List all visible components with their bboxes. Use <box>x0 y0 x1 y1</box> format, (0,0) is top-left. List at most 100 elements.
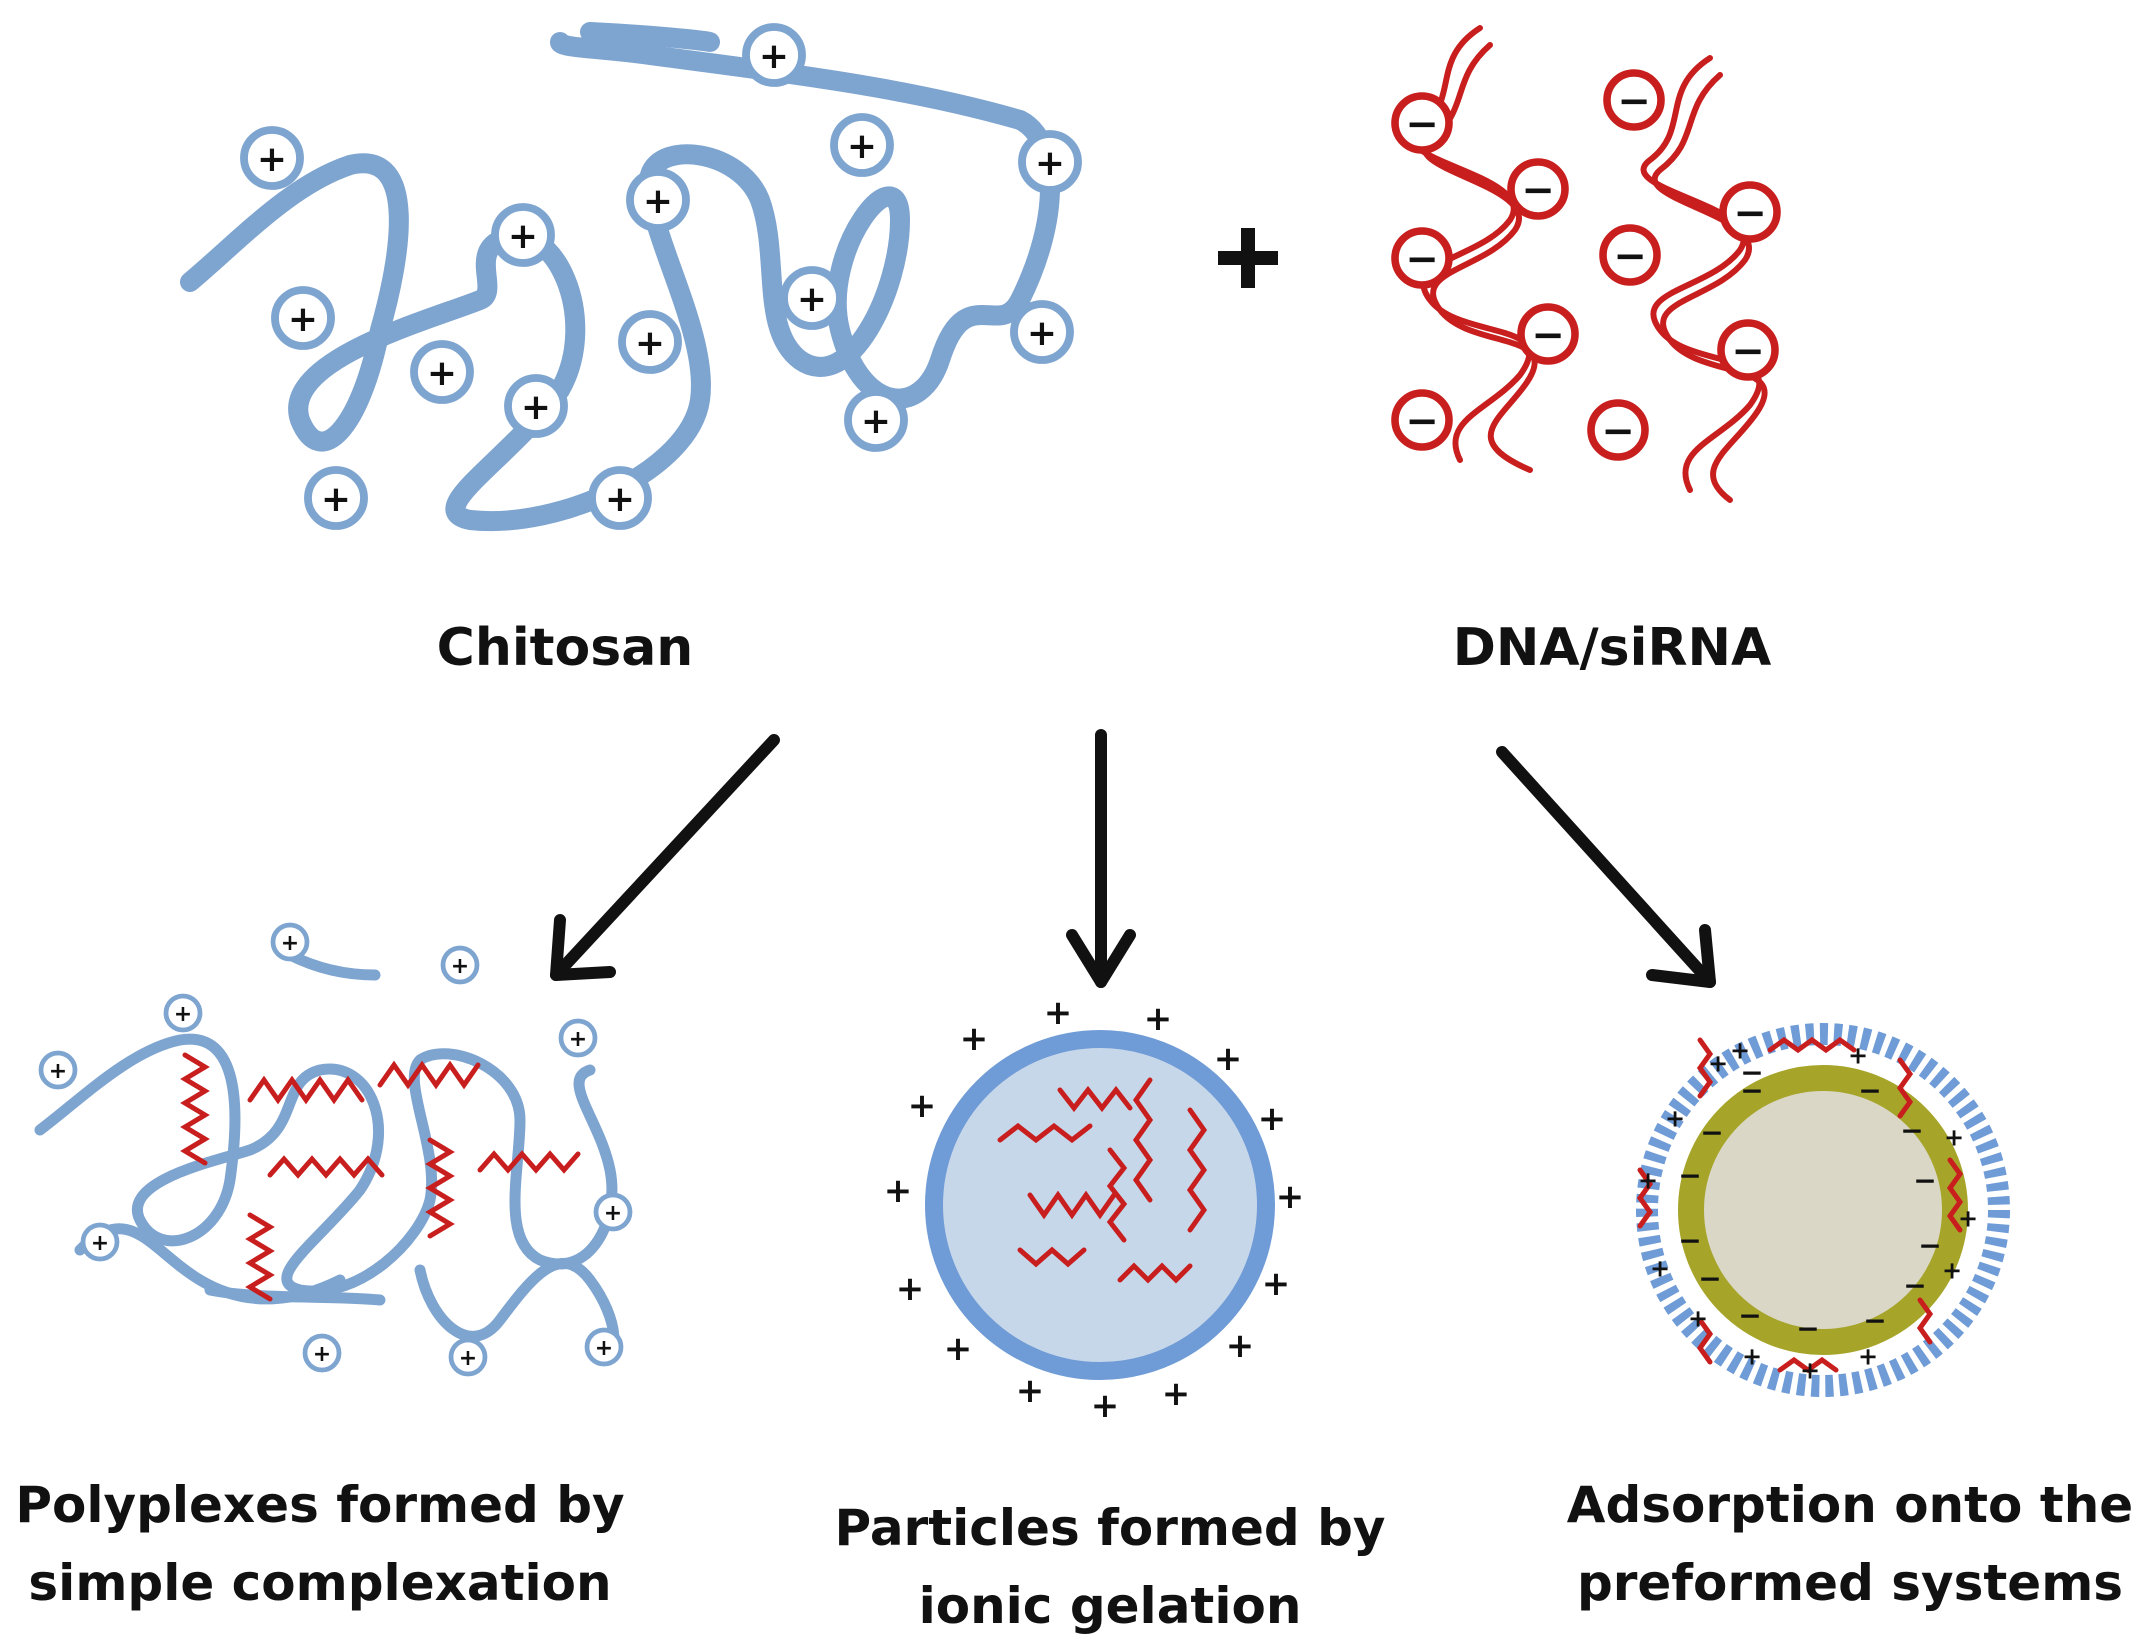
svg-text:−: − <box>1521 167 1555 213</box>
polyplex-nucleic-acids <box>180 1052 581 1302</box>
core-negative-charge: − <box>1900 1114 1923 1147</box>
particle-positive-charge: + <box>1144 999 1173 1039</box>
dna-negative-charge: − <box>1507 158 1569 220</box>
arrow-to-polyplexes <box>550 734 780 981</box>
chitosan-positive-charge: + <box>844 388 908 452</box>
core-negative-charge: − <box>1796 1312 1819 1345</box>
svg-text:−: − <box>1405 236 1439 282</box>
svg-text:+: + <box>1027 313 1057 354</box>
arrow-to-adsorption <box>1496 746 1716 988</box>
dna-negative-charge: − <box>1717 319 1779 381</box>
svg-text:−: − <box>1617 78 1651 124</box>
chitosan-positive-charge: + <box>1018 130 1082 194</box>
chitosan-polymer <box>180 22 1060 532</box>
particle-positive-charge: + <box>908 1086 937 1126</box>
particle-positive-charge: + <box>1214 1039 1243 1079</box>
svg-text:+: + <box>174 1002 192 1027</box>
polyplex-positive-charge: + <box>440 945 480 985</box>
particle-positive-charge: + <box>1258 1099 1287 1139</box>
coating-positive-charge: + <box>1944 1124 1964 1152</box>
coating-positive-charge: + <box>1638 1167 1658 1195</box>
polyplex-positive-charge: + <box>302 1333 342 1373</box>
label-adsorption-line1: Adsorption onto the <box>1567 1476 2133 1534</box>
label-chitosan: Chitosan <box>437 618 694 678</box>
dna-negative-charge: − <box>1603 69 1665 131</box>
svg-text:−: − <box>1613 233 1647 279</box>
label-polyplex-line2: simple complexation <box>28 1554 611 1612</box>
label-adsorption-line2: preformed systems <box>1577 1554 2123 1612</box>
particle-positive-charge: + <box>896 1269 925 1309</box>
core-negative-charge: − <box>1678 1224 1701 1257</box>
svg-text:+: + <box>1035 143 1065 184</box>
core-negative-charge: − <box>1700 1116 1723 1149</box>
particle-positive-charge: + <box>1276 1177 1305 1217</box>
dna-negative-charge: − <box>1391 227 1453 289</box>
polyplex-positive-charge: + <box>163 993 203 1033</box>
svg-text:+: + <box>427 353 457 394</box>
coating-positive-charge: + <box>1942 1257 1962 1285</box>
polyplex-positive-charge: + <box>584 1327 624 1367</box>
chitosan-positive-charge: + <box>780 266 844 330</box>
coating-positive-charge: + <box>1708 1050 1728 1078</box>
svg-text:+: + <box>508 216 538 257</box>
polyplex-positive-charge: + <box>448 1337 488 1377</box>
svg-text:+: + <box>521 387 551 428</box>
particle-positive-charge: + <box>1091 1386 1120 1426</box>
svg-text:+: + <box>595 1336 613 1361</box>
label-dna-sirna: DNA/siRNA <box>1453 618 1772 678</box>
coating-positive-charge: + <box>1800 1357 1820 1385</box>
chitosan-positive-charge: + <box>240 126 304 190</box>
chitosan-positive-charge: + <box>588 466 652 530</box>
chitosan-positive-charge: + <box>742 23 806 87</box>
svg-text:−: − <box>1731 328 1765 374</box>
svg-text:+: + <box>605 479 635 520</box>
svg-text:+: + <box>459 1346 477 1371</box>
coating-positive-charge: + <box>1650 1255 1670 1283</box>
svg-text:+: + <box>759 36 789 77</box>
particle-positive-charge: + <box>944 1329 973 1369</box>
svg-text:+: + <box>847 126 877 167</box>
svg-text:+: + <box>321 479 351 520</box>
polyplex-positive-charge: + <box>558 1018 598 1058</box>
particle-positive-charge: + <box>884 1171 913 1211</box>
particle-positive-charge: + <box>1262 1264 1291 1304</box>
core-negative-charge: − <box>1918 1229 1941 1262</box>
svg-text:+: + <box>604 1201 622 1226</box>
core-negative-charge: − <box>1738 1299 1761 1332</box>
svg-text:+: + <box>313 1342 331 1367</box>
core-negative-charge: − <box>1678 1159 1701 1192</box>
chitosan-positive-charge: + <box>491 203 555 267</box>
dna-negative-charge: − <box>1719 181 1781 243</box>
chitosan-positive-charge: + <box>1010 300 1074 364</box>
chitosan-positive-charge: + <box>504 374 568 438</box>
coating-positive-charge: + <box>1688 1305 1708 1333</box>
particle-positive-charge: + <box>1016 1371 1045 1411</box>
particle-positive-charge: + <box>1162 1374 1191 1414</box>
coating-positive-charge: + <box>1665 1105 1685 1133</box>
dna-negative-charge: − <box>1599 224 1661 286</box>
svg-text:+: + <box>797 279 827 320</box>
svg-text:+: + <box>49 1059 67 1084</box>
svg-text:−: − <box>1733 190 1767 236</box>
coating-positive-charge: + <box>1730 1037 1750 1065</box>
svg-text:−: − <box>1531 312 1565 358</box>
encapsulated-nucleic-acids <box>997 1077 1208 1284</box>
svg-text:+: + <box>257 139 287 180</box>
polyplex-positive-charge: + <box>80 1222 120 1262</box>
polyplex-chitosan-chains <box>34 949 620 1366</box>
polyplex-positive-charge: + <box>270 922 310 962</box>
svg-text:+: + <box>281 931 299 956</box>
chitosan-positive-charge: + <box>304 466 368 530</box>
dna-negative-charge: − <box>1587 399 1649 461</box>
core-negative-charge: − <box>1858 1074 1881 1107</box>
svg-text:+: + <box>643 181 673 222</box>
particle-positive-charge: + <box>960 1019 989 1059</box>
core-negative-charge: − <box>1698 1262 1721 1295</box>
svg-text:+: + <box>635 323 665 364</box>
core-negative-charge: − <box>1740 1074 1763 1107</box>
svg-text:+: + <box>288 299 318 340</box>
svg-text:+: + <box>91 1231 109 1256</box>
chitosan-positive-charge: + <box>626 168 690 232</box>
coating-positive-charge: + <box>1742 1343 1762 1371</box>
ionic-gelation-particle <box>925 1030 1275 1380</box>
